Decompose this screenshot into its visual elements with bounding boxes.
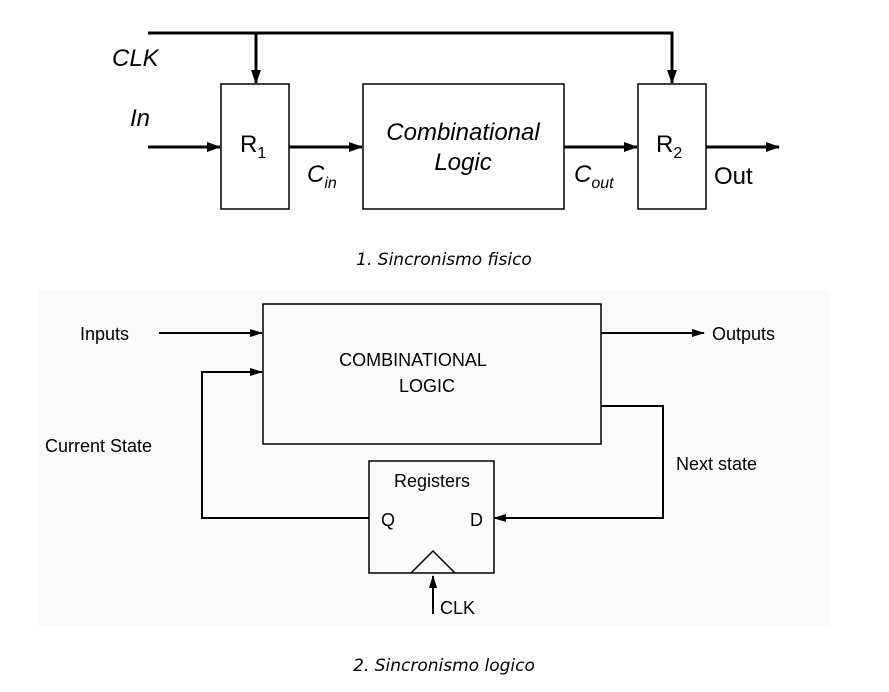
logic-line1: Combinational (386, 119, 540, 146)
d-label: D (470, 510, 483, 530)
registers-label: Registers (394, 471, 470, 491)
caption-2: 2. Sincronismo logico (353, 656, 535, 676)
caption-1: 1. Sincronismo fisico (356, 250, 532, 270)
clk-label: CLK (112, 45, 160, 72)
clock-triangle (410, 549, 456, 574)
logic2-line1: COMBINATIONAL (339, 350, 487, 370)
register-r1-label: R1 (240, 131, 266, 162)
registers-box (368, 460, 495, 574)
logic2-line2: LOGIC (399, 376, 455, 396)
clk-line (148, 31, 677, 84)
clk2-label: CLK (440, 598, 475, 618)
cin-label: Cin (307, 161, 337, 192)
logic-line2: Logic (434, 149, 491, 176)
next-state-label: Next state (676, 454, 757, 474)
combinational-logic-box (362, 83, 565, 210)
next-state-arrow (493, 405, 664, 522)
outputs-label: Outputs (712, 324, 775, 344)
register-r2-label: R2 (656, 131, 682, 162)
combinational-logic-box-2 (262, 303, 602, 445)
input-label: In (130, 105, 150, 132)
cout-label: Cout (574, 161, 614, 192)
diagram2-background (38, 290, 830, 626)
current-state-label: Current State (45, 436, 152, 456)
diagram-physical-sync: CLK In R1 Cin Combinational Logic Cout R… (112, 31, 780, 270)
output-label: Out (714, 163, 753, 190)
q-label: Q (381, 510, 395, 530)
current-state-arrow (201, 368, 369, 519)
diagram-logical-sync: Inputs COMBINATIONAL LOGIC Outputs Next … (38, 290, 830, 626)
inputs-label: Inputs (80, 324, 129, 344)
